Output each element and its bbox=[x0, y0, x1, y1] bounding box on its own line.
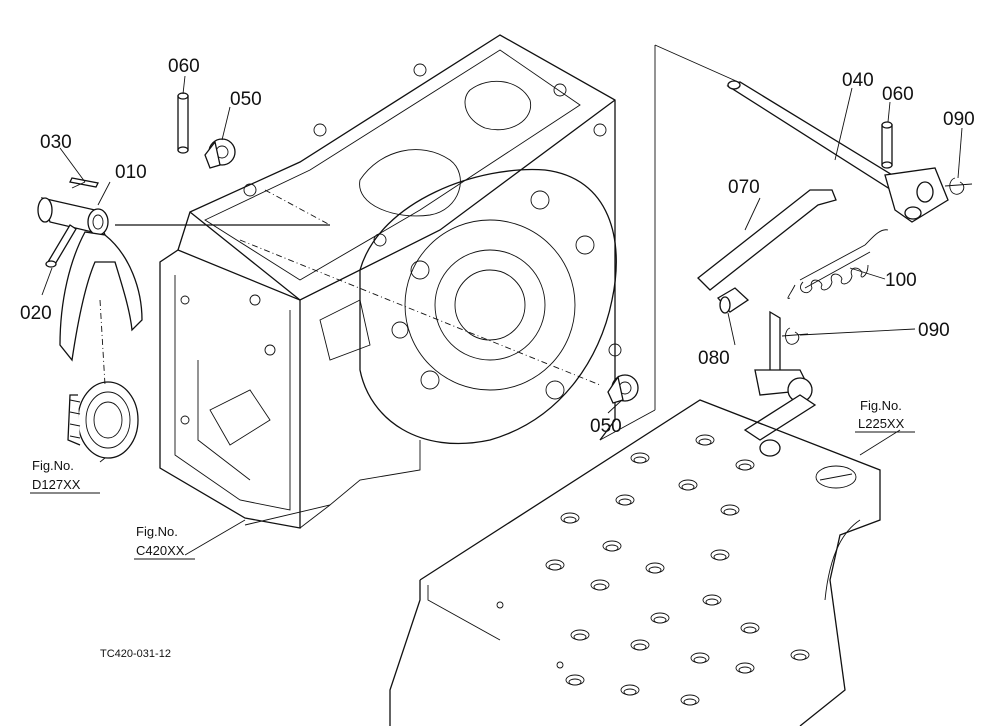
shaft-centerline bbox=[239, 239, 601, 386]
figref-l225-line2: L225XX bbox=[858, 416, 905, 431]
pin-part-060-right bbox=[881, 121, 893, 169]
label-090-lower: 090 bbox=[918, 320, 950, 341]
label-060-left: 060 bbox=[168, 56, 200, 77]
clip-part-090-lower bbox=[781, 327, 809, 345]
label-020: 020 bbox=[20, 303, 52, 324]
label-060-right: 060 bbox=[882, 84, 914, 105]
lever-bracket bbox=[743, 310, 817, 457]
figref-c420-line2: C420XX bbox=[136, 543, 185, 558]
label-070: 070 bbox=[728, 177, 760, 198]
step-plate bbox=[389, 399, 881, 726]
figref-d127-line2: D127XX bbox=[32, 477, 81, 492]
label-040: 040 bbox=[842, 70, 874, 91]
clip-part-090-upper bbox=[944, 177, 973, 195]
drawing-code: TC420-031-12 bbox=[100, 648, 171, 660]
oil-seal-part-050-left bbox=[204, 138, 236, 169]
label-090-upper: 090 bbox=[943, 109, 975, 130]
group-boundary-top bbox=[654, 44, 746, 86]
figref-d127: Fig.No. D127XX bbox=[30, 458, 100, 494]
pin-centerline bbox=[264, 189, 331, 226]
spring-pin-part-030 bbox=[69, 177, 99, 189]
figref-c420: Fig.No. C420XX bbox=[134, 524, 195, 560]
shift-fork-part-010 bbox=[37, 197, 143, 362]
figref-l225: Fig.No. L225XX bbox=[855, 398, 915, 433]
label-080: 080 bbox=[698, 348, 730, 369]
spring-part-100 bbox=[787, 229, 889, 299]
bearing-assembly bbox=[67, 381, 139, 459]
joint-part-080 bbox=[717, 287, 750, 314]
label-030: 030 bbox=[40, 132, 72, 153]
label-050-right: 050 bbox=[590, 416, 622, 437]
pin-part-020 bbox=[45, 224, 77, 268]
group-boundary-bottom bbox=[599, 409, 656, 441]
label-050-left: 050 bbox=[230, 89, 262, 110]
rod-part-070 bbox=[697, 189, 837, 291]
label-010: 010 bbox=[115, 162, 147, 183]
figref-c420-line1: Fig.No. bbox=[136, 524, 178, 539]
shaft-part-040 bbox=[726, 80, 949, 223]
leader-lines bbox=[41, 75, 963, 556]
bearing-centerline bbox=[99, 299, 106, 386]
figref-d127-line1: Fig.No. bbox=[32, 458, 74, 473]
transmission-case bbox=[159, 34, 622, 529]
label-100: 100 bbox=[885, 270, 917, 291]
step-plate-holes bbox=[545, 434, 810, 706]
pin-part-060-left bbox=[177, 92, 189, 154]
figref-l225-line1: Fig.No. bbox=[860, 398, 902, 413]
oil-seal-part-050-right bbox=[607, 374, 639, 404]
